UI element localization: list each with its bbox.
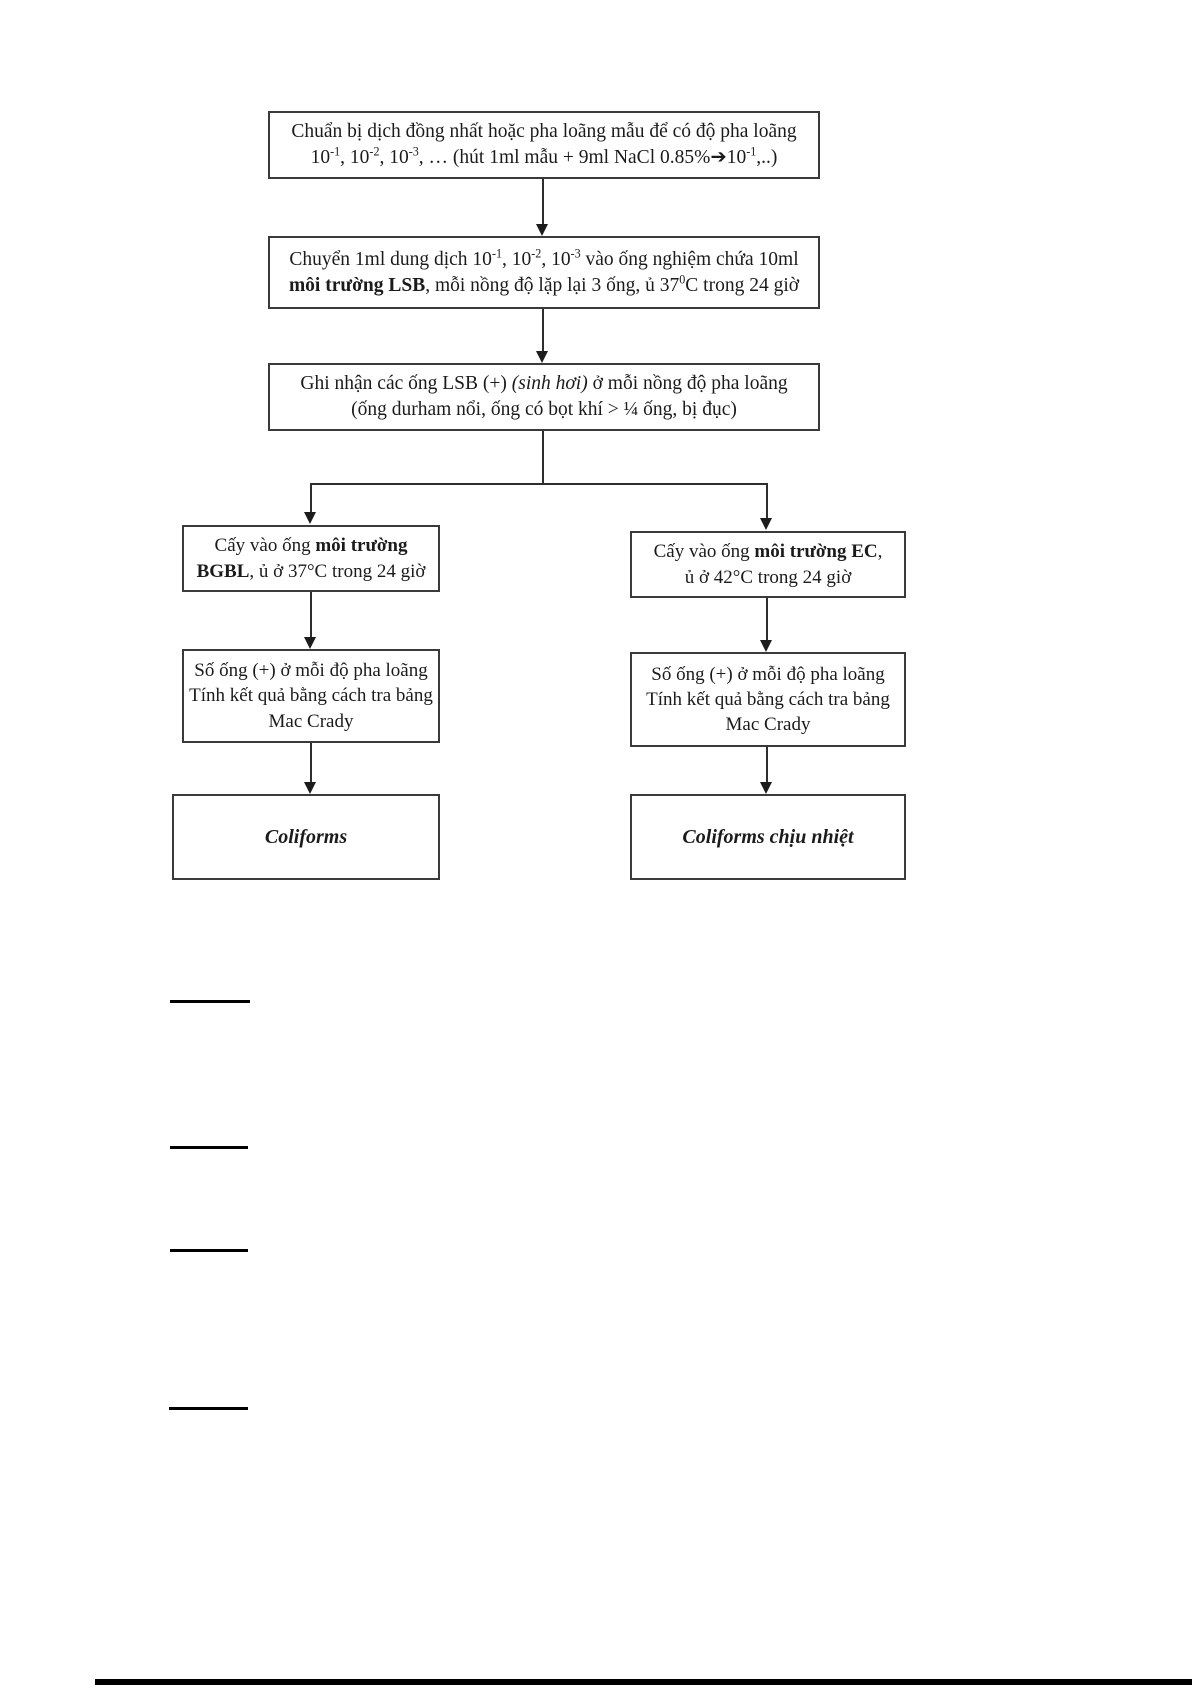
medium-name-bold: môi trường LSB [288,274,426,296]
connector-line [542,309,544,352]
connector-line [542,179,544,225]
text-run: , mỗi nồng độ lặp lại 3 ống, ủ 37 [425,274,680,296]
text-run: vào ống nghiệm chứa 10ml [580,248,799,270]
connector-line [766,747,768,783]
bgbl-line1: Cấy vào ống môi trường [215,533,408,558]
flowchart-box-count-left: Số ống (+) ở mỗi độ pha loãng Tính kết q… [182,649,440,743]
text-run: , 10 [502,248,532,270]
superscript: -2 [531,246,542,261]
ec-line1: Cấy vào ống môi trường EC, [654,539,883,564]
result-coliforms-thermotolerant-label: Coliforms chịu nhiệt [682,825,854,848]
text-run: , ủ ở 37°C trong 24 giờ [249,560,426,582]
text-run: 10 [310,147,331,168]
medium-name-bold: môi trường [315,535,408,557]
superscript: -1 [330,144,341,159]
text-run: Chuyển 1ml dung dịch 10 [289,248,492,270]
count-left-line3: Mac Crady [268,710,354,732]
text-run: , … (hút 1ml mẫu + 9ml NaCl 0.85% [418,147,711,168]
text-run: Ghi nhận các ống LSB (+) [300,373,512,395]
blank-underline-mark [170,1146,248,1149]
count-right-line2: Tính kết quả bằng cách tra bảng [646,688,890,710]
connector-line [766,483,768,519]
connector-line [310,483,312,513]
right-arrow-glyph: ➔ [710,147,727,168]
connector-line [542,431,544,483]
ec-line2: ủ ở 42°C trong 24 giờ [684,566,852,588]
text-run: , 10 [541,248,571,270]
blank-underline-mark [170,1249,248,1252]
flowchart-box-culture-bgbl: Cấy vào ống môi trường BGBL, ủ ở 37°C tr… [182,525,440,592]
text-run: , 10 [379,147,409,168]
superscript: 0 [679,272,686,286]
count-right-line1: Số ống (+) ở mỗi độ pha loãng [651,663,885,685]
blank-underline-mark [170,1000,250,1003]
prepare-line2: 10-1, 10-2, 10-3, … (hút 1ml mẫu + 9ml N… [311,145,778,171]
bottom-edge-bar [95,1679,1192,1685]
arrowhead-down-icon [304,512,316,524]
result-coliforms-label: Coliforms [264,825,348,848]
text-run: , [877,541,883,563]
medium-name-bold: BGBL [196,560,250,582]
arrowhead-down-icon [760,640,772,652]
flowchart-box-culture-ec: Cấy vào ống môi trường EC, ủ ở 42°C tron… [630,531,906,598]
flowchart-box-record-positive: Ghi nhận các ống LSB (+) (sinh hơi) ở mỗ… [268,363,820,431]
arrowhead-down-icon [536,224,548,236]
blank-underline-mark [169,1407,248,1410]
flowchart-box-transfer-lsb: Chuyển 1ml dung dịch 10-1, 10-2, 10-3 và… [268,236,820,309]
bgbl-line2: BGBL, ủ ở 37°C trong 24 giờ [197,559,426,584]
record-line1: Ghi nhận các ống LSB (+) (sinh hơi) ở mỗ… [300,371,787,397]
flowchart-box-result-coliforms: Coliforms [172,794,440,880]
text-run: , 10 [340,147,370,168]
transfer-line1: Chuyển 1ml dung dịch 10-1, 10-2, 10-3 và… [289,247,798,273]
text-run: C trong 24 giờ [685,274,800,296]
record-line2: (ống durham nổi, ống có bọt khí > ¼ ống,… [351,399,737,420]
connector-line [310,592,312,638]
superscript: -2 [369,144,380,159]
superscript: -1 [746,144,757,159]
italic-note: (sinh hơi) [511,373,588,395]
superscript: -3 [408,144,419,159]
arrowhead-down-icon [304,782,316,794]
count-left-line2: Tính kết quả bằng cách tra bảng [189,685,433,707]
medium-name-bold: môi trường EC [754,541,878,563]
arrowhead-down-icon [536,351,548,363]
flowchart-box-prepare-dilution: Chuẩn bị dịch đồng nhất hoặc pha loãng m… [268,111,820,179]
text-run: ở mỗi nồng độ pha loãng [587,373,788,395]
text-run: Cấy vào ống [653,541,755,563]
superscript: -1 [491,246,502,261]
superscript: -3 [570,246,581,261]
text-run: Cấy vào ống [214,535,316,557]
connector-line [310,483,768,485]
connector-line [310,743,312,783]
transfer-line2: môi trường LSB, mỗi nồng độ lặp lại 3 ốn… [289,273,799,299]
text-run: 10 [726,147,747,168]
count-right-line3: Mac Crady [725,714,811,736]
arrowhead-down-icon [304,637,316,649]
arrowhead-down-icon [760,518,772,530]
flowchart-box-result-coliforms-thermotolerant: Coliforms chịu nhiệt [630,794,906,880]
connector-line [766,598,768,641]
text-run: ,..) [756,147,778,168]
prepare-line1: Chuẩn bị dịch đồng nhất hoặc pha loãng m… [291,121,797,143]
count-left-line1: Số ống (+) ở mỗi độ pha loãng [194,660,428,682]
flowchart-box-count-right: Số ống (+) ở mỗi độ pha loãng Tính kết q… [630,652,906,747]
arrowhead-down-icon [760,782,772,794]
